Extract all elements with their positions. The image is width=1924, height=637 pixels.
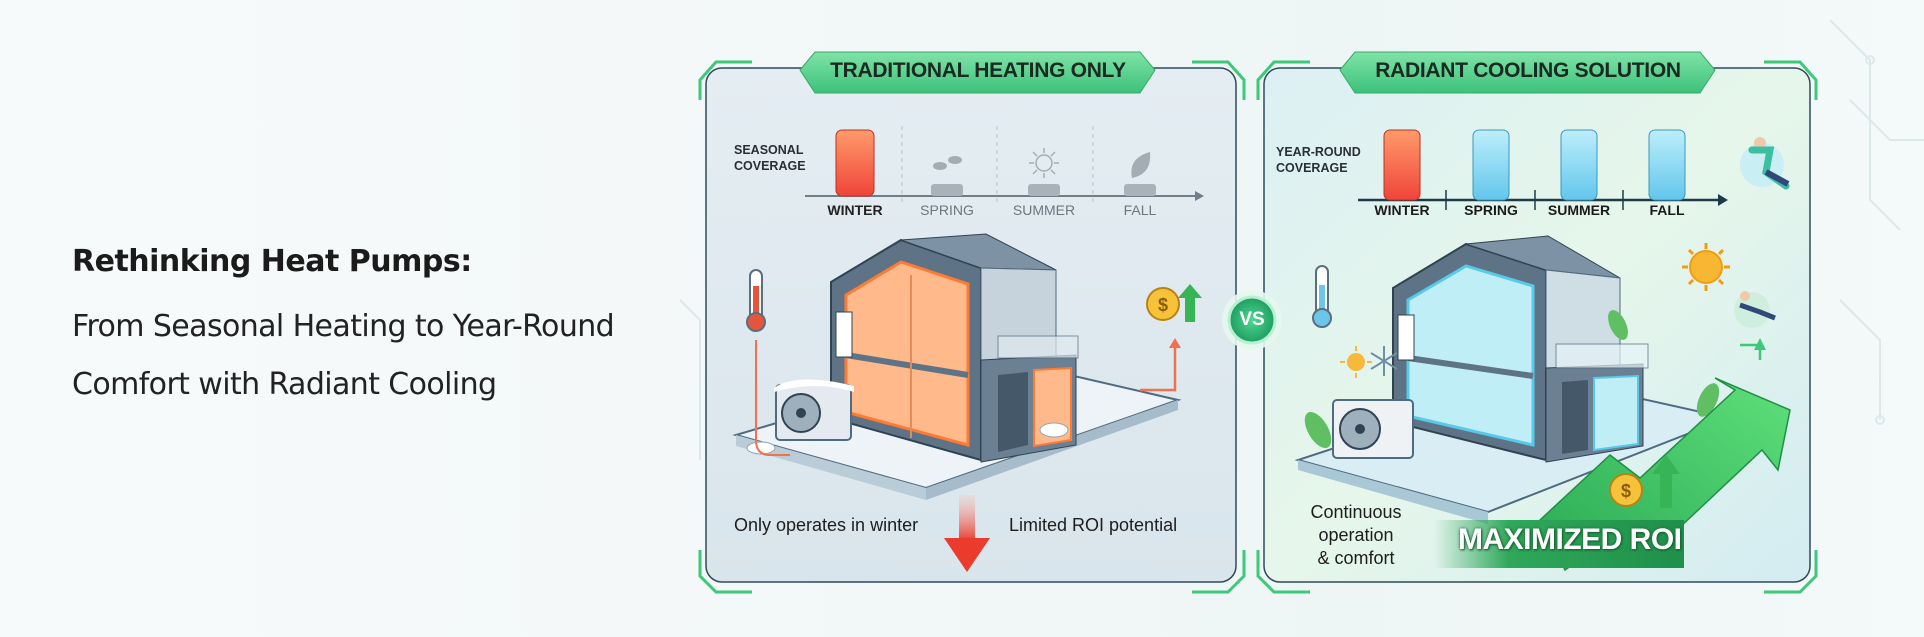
vs-badge [1222, 290, 1282, 350]
svg-text:$: $ [1621, 481, 1631, 501]
dollar-coin-icon: $ [1146, 287, 1180, 321]
right-season-summer: SUMMER [1547, 202, 1611, 218]
relaxing-person-icon [1734, 291, 1776, 328]
left-panel-title: TRADITIONAL HEATING ONLY [830, 59, 1126, 82]
right-season-fall: FALL [1649, 202, 1685, 218]
hero-subtitle-line: From Seasonal Heating to Year-Round [72, 309, 615, 344]
left-season-summer: SUMMER [1012, 202, 1076, 218]
sun-icon [1029, 148, 1059, 178]
left-season-fall: FALL [1123, 202, 1157, 218]
roi-banner [1434, 520, 1684, 568]
coverage-label-line: COVERAGE [734, 159, 806, 173]
sun-icon [1340, 346, 1372, 378]
heated-house-illustration [732, 233, 1182, 500]
left-caption-operation: Only operates in winter [734, 515, 919, 535]
fall-bar [1648, 129, 1686, 201]
left-season-chart [805, 126, 1204, 205]
cooled-house-illustration [1294, 235, 1732, 524]
right-season-chart [1358, 129, 1790, 210]
right-season-winter: WINTER [1374, 202, 1430, 218]
leaf-icon [1131, 152, 1151, 178]
up-arrow-icon [1652, 455, 1680, 508]
coverage-label-line: SEASONAL [734, 143, 804, 157]
dollar-coin-icon: $ [1609, 473, 1643, 507]
summer-bar [1560, 129, 1598, 201]
vs-label: VS [1239, 309, 1265, 330]
down-arrow-icon [944, 495, 990, 572]
caption-line: & comfort [1317, 548, 1395, 568]
circuit-decoration [679, 19, 1924, 460]
left-season-winter: WINTER [827, 202, 883, 218]
connector-arrow [1140, 345, 1177, 392]
hero-title: Rethinking Heat Pumps: [72, 244, 472, 279]
winter-bar [1383, 129, 1421, 201]
winter-bar [835, 129, 875, 197]
coverage-label-line: COVERAGE [1276, 161, 1348, 175]
thermometer-icon [1312, 265, 1332, 328]
snowflake-icon [1370, 346, 1398, 376]
left-coverage-label: SEASONAL COVERAGE [734, 142, 806, 174]
hero-subtitle: From Seasonal Heating to Year-Round Comf… [72, 298, 615, 414]
thermo-connector [755, 340, 790, 456]
hero-subtitle-line: Comfort with Radiant Cooling [72, 367, 497, 402]
svg-text:$: $ [1158, 295, 1168, 315]
ac-unit [774, 379, 854, 441]
coverage-label-line: YEAR-ROUND [1276, 145, 1361, 159]
sprout-icon [933, 156, 962, 170]
right-season-spring: SPRING [1464, 202, 1518, 218]
left-caption-roi: Limited ROI potential [1009, 515, 1178, 535]
spring-bar [1472, 129, 1510, 201]
right-panel-title: RADIANT COOLING SOLUTION [1375, 59, 1681, 82]
ac-unit [1332, 399, 1414, 459]
roi-banner-text: MAXIMIZED ROI [1458, 523, 1682, 556]
right-coverage-label: YEAR-ROUND COVERAGE [1276, 144, 1361, 176]
relaxing-person-icon [1740, 137, 1790, 190]
left-season-spring: SPRING [920, 202, 974, 218]
sun-icon [1682, 243, 1730, 291]
up-arrow-icon [1178, 284, 1202, 322]
plant-icon [1304, 310, 1720, 449]
caption-line: Continuous operation [1310, 502, 1402, 545]
right-caption: Continuous operation & comfort [1276, 501, 1436, 570]
thermometer-icon [746, 269, 766, 332]
